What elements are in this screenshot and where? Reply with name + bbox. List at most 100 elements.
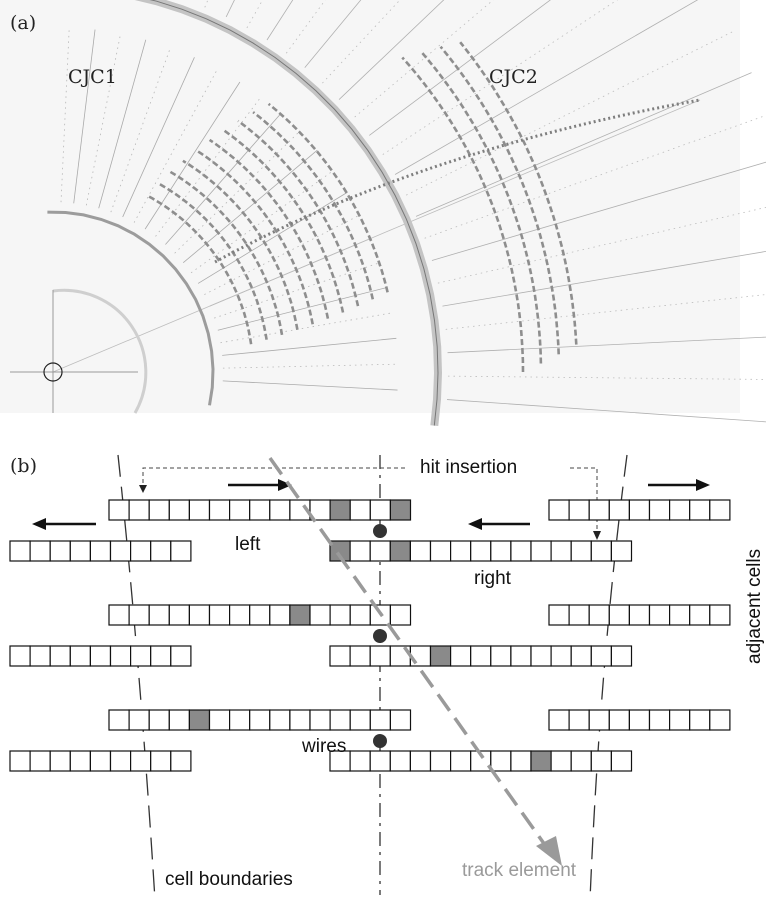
cell bbox=[150, 540, 172, 562]
cell bbox=[450, 645, 472, 667]
wire-dot-icon bbox=[373, 524, 387, 538]
cell bbox=[429, 540, 452, 562]
cell bbox=[429, 750, 452, 772]
cell bbox=[128, 499, 150, 521]
cell bbox=[150, 750, 172, 772]
cell bbox=[530, 645, 552, 667]
origin-circle-icon bbox=[43, 362, 63, 382]
hit-cell bbox=[429, 645, 452, 667]
cell bbox=[570, 750, 592, 772]
cell-ray bbox=[415, 72, 752, 217]
cell bbox=[269, 499, 291, 521]
cell bbox=[668, 499, 691, 521]
cell bbox=[108, 709, 130, 731]
cell-ray bbox=[285, 0, 326, 54]
cell-strip-lower-right bbox=[329, 645, 633, 667]
cell bbox=[349, 645, 371, 667]
cell bbox=[109, 540, 132, 562]
cell bbox=[150, 645, 172, 667]
cell bbox=[89, 645, 112, 667]
cell-strip-upper-right bbox=[548, 604, 731, 626]
cell-strip-lower-left bbox=[9, 750, 192, 772]
cell bbox=[550, 645, 572, 667]
cell bbox=[610, 750, 633, 772]
cell bbox=[130, 750, 152, 772]
cell bbox=[510, 750, 532, 772]
cell-strip-upper-right bbox=[548, 709, 731, 731]
cell bbox=[588, 604, 610, 626]
cell bbox=[309, 604, 331, 626]
cell bbox=[389, 709, 412, 731]
cell bbox=[148, 709, 170, 731]
cell bbox=[668, 709, 691, 731]
cell bbox=[49, 750, 71, 772]
cell bbox=[49, 645, 71, 667]
cell-strip-upper-middle bbox=[108, 709, 412, 731]
cell bbox=[109, 750, 132, 772]
cell bbox=[188, 604, 211, 626]
cell bbox=[369, 499, 391, 521]
cell bbox=[610, 645, 633, 667]
cell bbox=[568, 709, 590, 731]
cell bbox=[548, 499, 570, 521]
hit-cell bbox=[389, 499, 412, 521]
cell bbox=[548, 709, 570, 731]
cell bbox=[568, 604, 590, 626]
cell-ray bbox=[394, 0, 699, 175]
cell bbox=[170, 750, 192, 772]
cjc2-hit-trace bbox=[401, 56, 525, 373]
cjc1-hit-trace bbox=[182, 159, 299, 331]
cjc2-hit-trace bbox=[420, 50, 543, 364]
cjc2-hit-trace bbox=[459, 41, 578, 345]
arrow-left-icon bbox=[32, 518, 46, 530]
cell bbox=[9, 645, 31, 667]
cell bbox=[530, 540, 552, 562]
cell bbox=[249, 709, 271, 731]
cell bbox=[128, 709, 150, 731]
track-element-label: track element bbox=[462, 860, 577, 881]
cell bbox=[329, 604, 351, 626]
cell-ray bbox=[304, 0, 362, 68]
cell bbox=[69, 750, 92, 772]
cell-ray bbox=[437, 206, 766, 284]
hit-cell bbox=[389, 540, 411, 562]
cell-ray bbox=[222, 380, 398, 391]
cell bbox=[208, 604, 231, 626]
cell-ray bbox=[73, 29, 96, 204]
cell bbox=[208, 499, 231, 521]
cell-ray bbox=[122, 57, 195, 218]
cell bbox=[490, 750, 512, 772]
cell bbox=[550, 540, 572, 562]
cell bbox=[550, 750, 572, 772]
hit-cell bbox=[289, 604, 311, 626]
cell bbox=[709, 709, 731, 731]
cell bbox=[709, 499, 731, 521]
cell bbox=[450, 750, 472, 772]
cell bbox=[9, 750, 31, 772]
cell bbox=[608, 499, 630, 521]
cjc1-hit-trace bbox=[252, 111, 375, 300]
cell-boundary-lines bbox=[117, 454, 628, 901]
cell bbox=[29, 645, 51, 667]
cjc2-label: CJC2 bbox=[489, 66, 538, 88]
cell-strip-lower-left bbox=[9, 645, 192, 667]
cell bbox=[269, 709, 291, 731]
cell bbox=[450, 540, 472, 562]
cell-strip-lower-left bbox=[9, 540, 192, 562]
cell bbox=[470, 645, 492, 667]
cell bbox=[689, 499, 711, 521]
cjc2-hit-trace bbox=[439, 45, 560, 355]
cell bbox=[570, 540, 592, 562]
cell bbox=[170, 645, 192, 667]
cell bbox=[689, 604, 711, 626]
cell bbox=[269, 604, 291, 626]
hit-insertion-label: hit insertion bbox=[420, 457, 517, 478]
cell-ray bbox=[447, 375, 766, 380]
cell-strip-lower-right bbox=[329, 750, 633, 772]
cell bbox=[249, 604, 271, 626]
cell bbox=[628, 709, 651, 731]
cell bbox=[289, 709, 311, 731]
cell bbox=[249, 499, 271, 521]
cell bbox=[409, 540, 432, 562]
